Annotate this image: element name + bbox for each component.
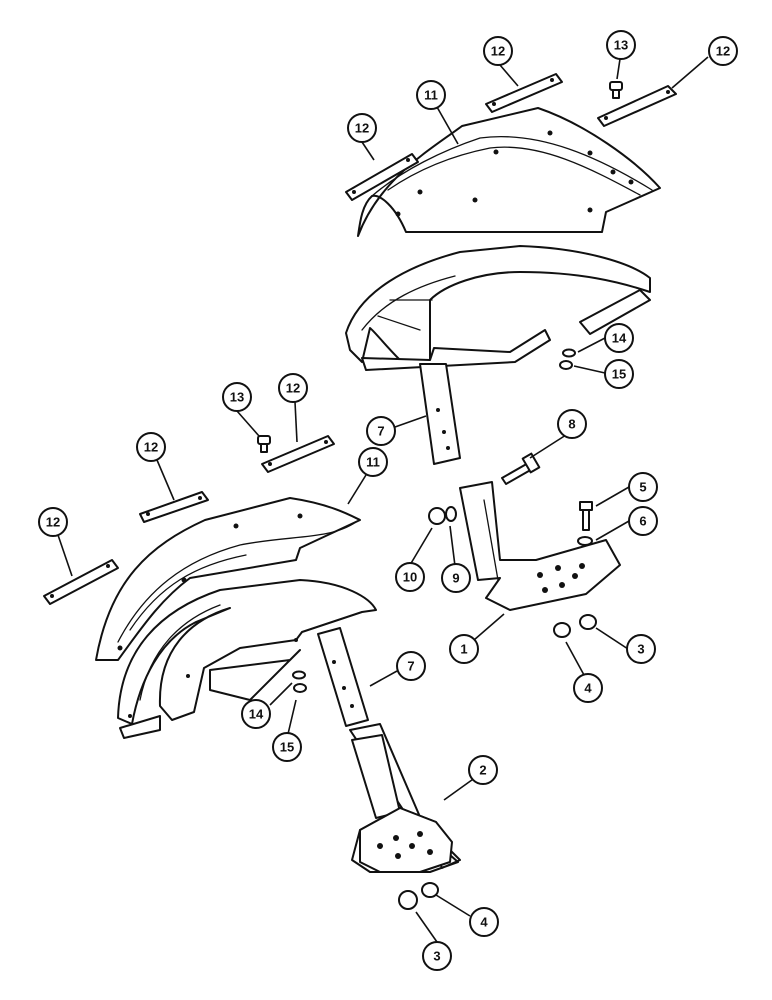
callout-9: 9 [441, 563, 471, 593]
upper-fender-frame [345, 245, 651, 371]
upper-strip-middle [485, 73, 563, 113]
svg-text:12: 12 [286, 381, 300, 396]
callout-15: 15 [604, 359, 634, 389]
nut-10-washer-9 [428, 506, 457, 525]
svg-text:2: 2 [479, 763, 486, 778]
callout-4: 4 [469, 907, 499, 937]
callout-7: 7 [366, 416, 396, 446]
lower-fender-frame [117, 579, 377, 739]
svg-text:4: 4 [480, 915, 488, 930]
upper-bolt-13 [609, 81, 623, 99]
svg-text:1: 1 [460, 642, 467, 657]
lower-strip-middle [139, 491, 209, 523]
bolt-8 [501, 452, 541, 485]
svg-text:6: 6 [639, 514, 646, 529]
svg-text:13: 13 [230, 390, 244, 405]
callout-10: 10 [395, 562, 425, 592]
upper-strip-right [597, 85, 677, 127]
svg-text:8: 8 [568, 417, 575, 432]
callout-12: 12 [483, 36, 513, 66]
callout-12: 12 [136, 432, 166, 462]
callout-6: 6 [628, 506, 658, 536]
callout-12: 12 [38, 507, 68, 537]
svg-text:12: 12 [46, 515, 60, 530]
callout-11: 11 [358, 447, 388, 477]
bolt-5-washer-6 [577, 501, 593, 546]
callout-3: 3 [422, 941, 452, 971]
callout-12: 12 [347, 113, 377, 143]
svg-text:13: 13 [614, 38, 628, 53]
svg-text:3: 3 [637, 642, 644, 657]
lower-fender-panel [95, 497, 361, 661]
svg-text:4: 4 [584, 681, 592, 696]
callout-5: 5 [628, 472, 658, 502]
svg-text:12: 12 [716, 44, 730, 59]
callout-15: 15 [272, 732, 302, 762]
upper-strip-left [345, 153, 419, 201]
svg-text:10: 10 [403, 570, 417, 585]
callout-1: 1 [449, 634, 479, 664]
callout-7: 7 [396, 651, 426, 681]
callout-12: 12 [278, 373, 308, 403]
upper-washer-nut [559, 348, 576, 370]
lower-bolt-13 [257, 435, 271, 453]
upper-support-tube-7 [419, 363, 461, 465]
callout-8: 8 [557, 409, 587, 439]
mounting-bracket-2 [349, 723, 461, 873]
lower-strip-right [261, 435, 335, 473]
lower-support-tube-7 [317, 627, 369, 727]
svg-text:3: 3 [433, 949, 440, 964]
callout-13: 13 [222, 382, 252, 412]
svg-text:15: 15 [612, 367, 626, 382]
callout-13: 13 [606, 30, 636, 60]
callout-3: 3 [626, 634, 656, 664]
svg-text:7: 7 [377, 424, 384, 439]
lower-strip-left [43, 559, 119, 605]
svg-text:14: 14 [249, 707, 264, 722]
callout-4: 4 [573, 673, 603, 703]
svg-text:15: 15 [280, 740, 294, 755]
callout-2: 2 [468, 755, 498, 785]
svg-text:9: 9 [452, 571, 459, 586]
callout-12: 12 [708, 36, 738, 66]
svg-text:7: 7 [407, 659, 414, 674]
svg-text:14: 14 [612, 331, 627, 346]
svg-text:12: 12 [491, 44, 505, 59]
svg-text:12: 12 [355, 121, 369, 136]
leader-lines [57, 56, 709, 943]
svg-text:11: 11 [366, 455, 380, 470]
callout-11: 11 [416, 80, 446, 110]
spacers-right [553, 614, 597, 638]
svg-text:11: 11 [424, 88, 438, 103]
callout-14: 14 [604, 323, 634, 353]
svg-text:12: 12 [144, 440, 158, 455]
lower-washer-nut [292, 670, 307, 693]
callout-14: 14 [241, 699, 271, 729]
svg-text:5: 5 [639, 480, 646, 495]
spacers-lower [398, 882, 439, 910]
upper-fender-panel [357, 107, 661, 237]
mounting-bracket-1 [459, 481, 621, 611]
